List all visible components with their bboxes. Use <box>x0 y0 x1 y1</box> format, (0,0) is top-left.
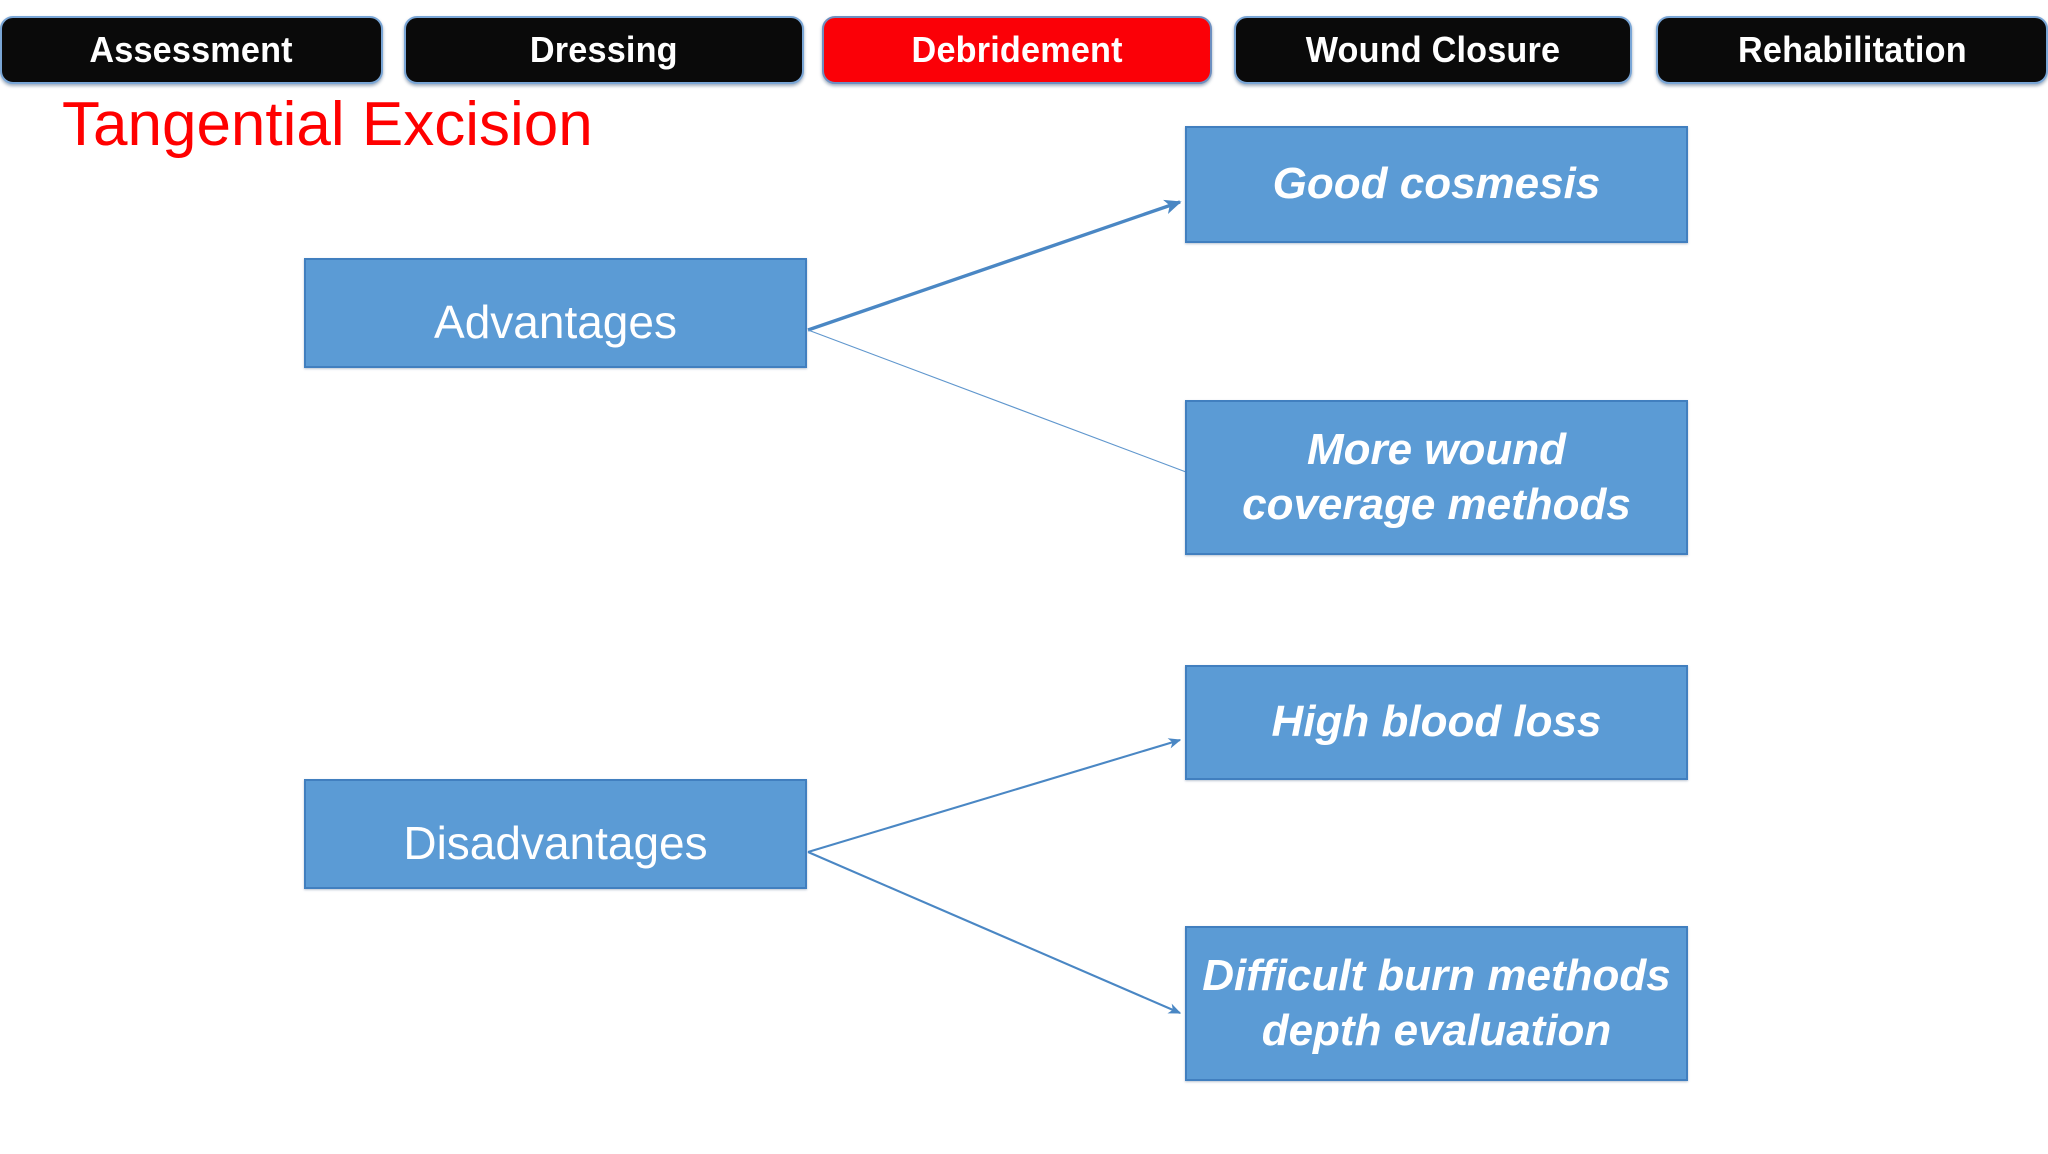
tab-wound-closure-label: Wound Closure <box>1305 29 1561 70</box>
tab-dressing[interactable]: Dressing <box>404 16 804 84</box>
node-difficult-burn-depth-evaluation-label: Difficult burn methods depth evaluation <box>1202 950 1671 1055</box>
navigation-tab-bar: Assessment Dressing Debridement Wound Cl… <box>0 0 2048 100</box>
node-more-wound-coverage-methods[interactable]: More wound coverage methods <box>1185 400 1688 555</box>
node-disadvantages[interactable]: Disadvantages <box>304 779 807 889</box>
node-high-blood-loss-label: High blood loss <box>1271 697 1602 747</box>
node-more-wound-coverage-methods-label: More wound coverage methods <box>1242 424 1631 529</box>
node-advantages[interactable]: Advantages <box>304 258 807 368</box>
tab-dressing-label: Dressing <box>530 29 678 70</box>
connector-advantages-to-good-cosmesis <box>807 199 1182 332</box>
page-title: Tangential Excision <box>62 90 593 159</box>
node-good-cosmesis-label: Good cosmesis <box>1272 159 1601 209</box>
tab-debridement[interactable]: Debridement <box>822 16 1212 84</box>
tab-rehabilitation-label: Rehabilitation <box>1737 29 1967 70</box>
node-difficult-burn-depth-evaluation[interactable]: Difficult burn methods depth evaluation <box>1185 926 1688 1081</box>
node-disadvantages-label: Disadvantages <box>403 816 708 869</box>
connector-disadvantages-to-blood-loss <box>807 738 1182 854</box>
connector-disadvantages-to-depth-eval <box>807 851 1182 1014</box>
tab-wound-closure[interactable]: Wound Closure <box>1234 16 1632 84</box>
connector-advantages-to-more-coverage <box>807 329 1187 473</box>
tab-assessment[interactable]: Assessment <box>0 16 383 84</box>
tab-rehabilitation[interactable]: Rehabilitation <box>1656 16 2048 84</box>
node-advantages-label: Advantages <box>434 295 677 348</box>
tab-debridement-label: Debridement <box>911 29 1123 70</box>
node-good-cosmesis[interactable]: Good cosmesis <box>1185 126 1688 243</box>
tab-assessment-label: Assessment <box>89 29 294 70</box>
node-high-blood-loss[interactable]: High blood loss <box>1185 665 1688 780</box>
